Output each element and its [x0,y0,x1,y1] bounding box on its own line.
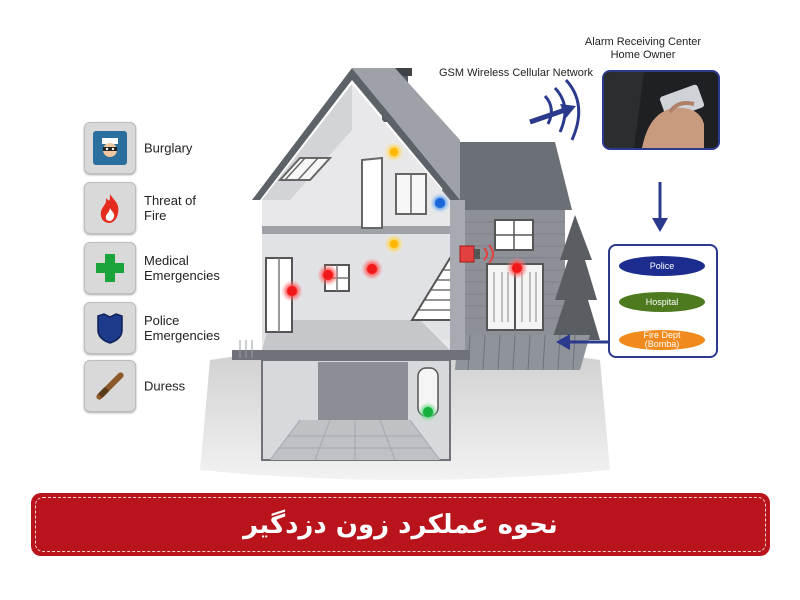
zone-medical: Medical Emergencies [84,242,304,294]
sensor-led-green [418,402,438,422]
police-badge-icon [84,302,136,354]
zone-duress: Duress [84,360,304,412]
banner-title: نحوه عملکرد زون دزدگیر [243,509,558,540]
sensor-led-red [317,264,339,286]
pine-tree [552,215,600,340]
smartphone-icon [604,72,718,148]
main-house [232,68,470,461]
left-arrow-icon [556,334,608,350]
zone-label: Duress [144,378,186,394]
alarm-center-label: Alarm Receiving Center Home Owner [568,36,718,62]
zone-label: Police Emergencies [144,313,220,343]
siren-icon [459,244,494,264]
house-illustration [200,68,668,480]
sensor-led-yellow [384,234,404,254]
zone-label: Medical Emergencies [144,253,220,283]
down-arrow-icon [652,182,668,232]
sensor-led-red [506,257,528,279]
sensor-led-red [361,258,383,280]
sensor-led-yellow [384,142,404,162]
zone-fire: Threat of Fire [84,182,304,234]
wireless-signal-icon [529,78,581,141]
police-pill: Police [619,256,705,276]
sensor-led-red [281,280,303,302]
smartphone-hand-image [602,70,720,150]
sensor-led-blue [430,193,450,213]
baton-icon [84,360,136,412]
responders-panel: Police Hospital Fire Dept (Bomba) [608,244,718,358]
fire-dept-pill: Fire Dept (Bomba) [619,330,705,350]
burglar-icon [84,122,136,174]
fire-icon [84,182,136,234]
zone-label: Threat of Fire [144,193,197,223]
title-banner: نحوه عملکرد زون دزدگیر [31,493,770,556]
zone-police: Police Emergencies [84,302,304,354]
medical-cross-icon [84,242,136,294]
center-line-2: Home Owner [610,49,676,61]
gsm-label: GSM Wireless Cellular Network [438,67,594,79]
deck [455,335,590,370]
center-line-1: Alarm Receiving Center [584,36,702,48]
zone-label: Burglary [144,140,193,156]
banner-frame: نحوه عملکرد زون دزدگیر [35,497,766,552]
zone-burglary: Burglary [84,122,304,174]
hospital-pill: Hospital [619,292,705,312]
